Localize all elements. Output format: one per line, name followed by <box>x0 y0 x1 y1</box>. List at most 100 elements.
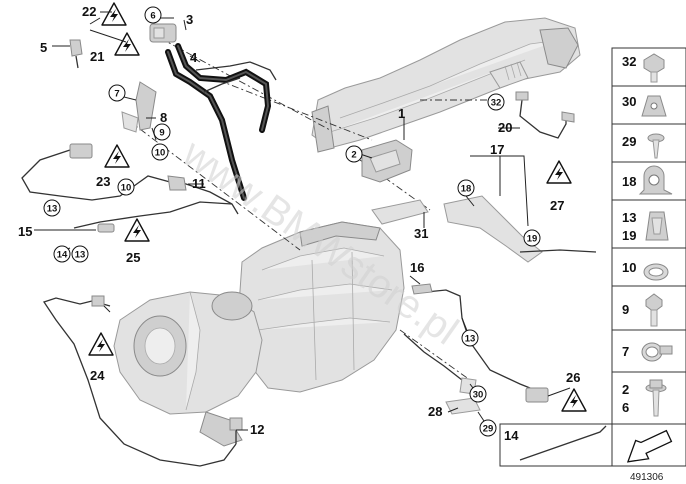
sidebar-item-30: 30 <box>622 94 667 117</box>
banjo-bolt-icon <box>645 293 663 327</box>
svg-text:7: 7 <box>622 344 629 359</box>
svg-text:6: 6 <box>622 400 629 415</box>
svg-text:13: 13 <box>465 334 476 345</box>
turbocharger <box>113 291 263 447</box>
sidebar-item-13-19: 13 19 <box>622 210 669 243</box>
callout-7: 7 <box>108 84 126 102</box>
sidebar-item-18: 18 <box>622 165 673 195</box>
warning-icon-23 <box>104 144 130 168</box>
callout-10-lower: 10 <box>117 178 135 196</box>
callout-2: 2 <box>345 145 363 163</box>
callout-18: 18 <box>457 179 475 197</box>
particulate-filter <box>237 221 405 393</box>
svg-text:18: 18 <box>622 174 636 189</box>
intake-manifold <box>311 17 581 153</box>
screw-icon <box>647 133 665 159</box>
svg-text:32: 32 <box>491 98 502 109</box>
sidebar-item-2-6: 2 6 <box>622 379 667 417</box>
components <box>69 23 597 431</box>
callout-22: 22 <box>82 4 96 19</box>
svg-text:7: 7 <box>114 89 119 100</box>
flange-screw-icon <box>645 379 667 417</box>
svg-text:29: 29 <box>622 134 636 149</box>
svg-text:13: 13 <box>47 204 58 215</box>
svg-text:10: 10 <box>121 183 132 194</box>
callout-30: 30 <box>469 385 487 403</box>
callout-6: 6 <box>144 6 162 24</box>
bottom-panel: 14 <box>499 423 613 467</box>
svg-text:10: 10 <box>622 260 636 275</box>
callout-26: 26 <box>566 370 580 385</box>
callout-13-left: 13 <box>43 199 61 217</box>
svg-text:9: 9 <box>622 302 629 317</box>
callout-8: 8 <box>160 110 167 125</box>
callout-13-mid: 13 <box>71 245 89 263</box>
svg-text:2: 2 <box>351 150 356 161</box>
pipe-clamp-icon <box>638 165 673 195</box>
svg-text:13: 13 <box>622 210 636 225</box>
callout-25: 25 <box>126 250 140 265</box>
bolt-hex-icon <box>643 53 665 83</box>
callout-11: 11 <box>192 176 206 191</box>
sensor-wiring <box>21 99 607 467</box>
warning-icon-25 <box>124 218 150 242</box>
svg-text:32: 32 <box>622 54 636 69</box>
warning-icon-22 <box>101 2 127 26</box>
svg-text:9: 9 <box>159 128 164 139</box>
callout-10-upper: 10 <box>151 143 169 161</box>
callout-1: 1 <box>398 106 405 121</box>
circled-callouts: 6 7 9 10 10 13 14 13 2 32 18 19 13 30 29 <box>43 6 541 437</box>
cable-clip-icon <box>645 211 669 241</box>
svg-text:14: 14 <box>57 250 68 261</box>
warning-icon-21 <box>114 32 140 56</box>
callout-13-right: 13 <box>461 329 479 347</box>
svg-text:19: 19 <box>622 228 636 243</box>
callout-23: 23 <box>96 174 110 189</box>
svg-text:29: 29 <box>483 424 494 435</box>
callout-4: 4 <box>190 50 198 65</box>
callout-29: 29 <box>479 419 497 437</box>
svg-text:30: 30 <box>473 390 484 401</box>
parts-sidebar: 32 30 29 18 <box>611 47 686 467</box>
svg-text:18: 18 <box>461 184 472 195</box>
callout-12: 12 <box>250 422 264 437</box>
callout-17: 17 <box>490 142 504 157</box>
svg-text:6: 6 <box>150 11 155 22</box>
svg-text:13: 13 <box>75 250 86 261</box>
callout-15: 15 <box>18 224 32 239</box>
hose-clamp-icon <box>641 342 673 362</box>
clip-nut-icon <box>641 95 667 117</box>
svg-text:2: 2 <box>622 382 629 397</box>
svg-text:19: 19 <box>527 234 538 245</box>
svg-text:10: 10 <box>155 148 166 159</box>
callout-27: 27 <box>550 198 564 213</box>
sidebar-item-10: 10 <box>622 260 669 281</box>
sidebar-item-29: 29 <box>622 133 665 159</box>
callout-labels: 22 21 5 3 4 8 11 23 15 25 24 12 1 20 17 … <box>18 4 580 437</box>
callout-3: 3 <box>186 12 193 27</box>
warning-icon-27 <box>546 160 572 184</box>
callout-28: 28 <box>428 404 442 419</box>
svg-text:30: 30 <box>622 94 636 109</box>
diagram-number: 491306 <box>630 472 664 483</box>
callout-24: 24 <box>90 368 105 383</box>
bottom-panel-label: 14 <box>504 428 519 443</box>
sidebar-item-7: 7 <box>622 342 673 362</box>
callout-31: 31 <box>414 226 428 241</box>
direction-arrow-icon <box>611 423 686 467</box>
callout-9: 9 <box>153 123 171 141</box>
sidebar-item-9: 9 <box>622 293 663 327</box>
warning-icon-24 <box>88 332 114 356</box>
sealing-ring-icon <box>643 263 669 281</box>
callout-16: 16 <box>410 260 424 275</box>
callout-19: 19 <box>523 229 541 247</box>
vacuum-lines <box>165 43 277 201</box>
callout-21: 21 <box>90 49 104 64</box>
callout-32: 32 <box>487 93 505 111</box>
sidebar-item-32: 32 <box>622 53 665 83</box>
callout-5: 5 <box>40 40 47 55</box>
callout-20: 20 <box>498 120 512 135</box>
warning-icon-26 <box>561 388 587 412</box>
callout-14: 14 <box>53 245 71 263</box>
